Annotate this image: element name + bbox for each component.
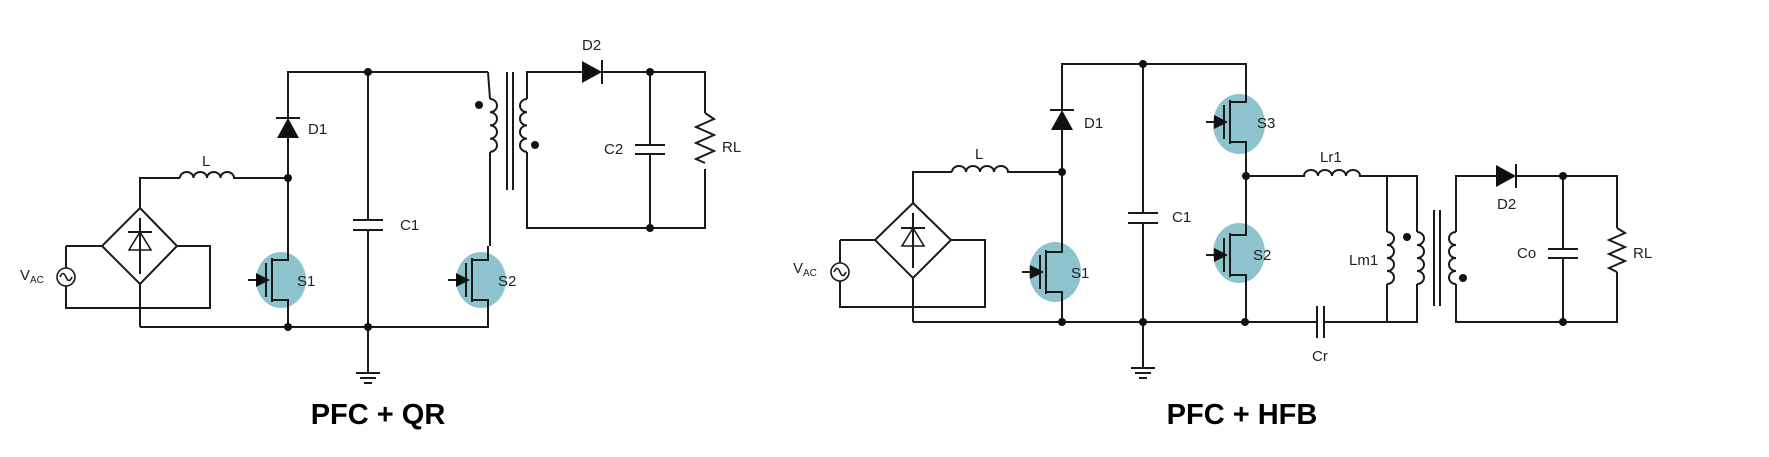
capacitor-c2: C2 xyxy=(604,72,665,228)
cr-label: Cr xyxy=(1312,348,1328,365)
source-label: VAC xyxy=(793,260,817,279)
switch-s1: S1 xyxy=(247,178,315,327)
co-label: Co xyxy=(1517,245,1536,262)
inductor-label: L xyxy=(202,153,210,170)
capacitor-c1: C1 xyxy=(353,72,419,327)
capacitor-c1: C1 xyxy=(1128,64,1191,322)
resistor-rl: RL xyxy=(693,112,741,164)
d1-label: D1 xyxy=(1084,115,1103,132)
inductor-label: L xyxy=(975,146,983,163)
source-label: VAC xyxy=(20,267,44,286)
s1-label: S1 xyxy=(297,273,315,290)
d1-label: D1 xyxy=(308,121,327,138)
resistor-rl: RL xyxy=(1606,227,1652,273)
capacitor-cr: Cr xyxy=(1307,306,1332,365)
diagram-title-pfc-qr: PFC + QR xyxy=(311,399,446,431)
d2-label: D2 xyxy=(582,37,601,54)
rl-label: RL xyxy=(722,139,741,156)
lr1-label: Lr1 xyxy=(1320,149,1342,166)
diode-d1: D1 xyxy=(1049,63,1247,172)
s2-label: S2 xyxy=(1253,247,1271,264)
s1-label: S1 xyxy=(1071,265,1089,282)
ground-icon xyxy=(356,327,380,384)
inductor-lr1: Lr1 xyxy=(1246,149,1418,177)
inductor-l: L xyxy=(179,153,288,179)
c2-label: C2 xyxy=(604,141,623,158)
bridge-rectifier xyxy=(100,177,180,327)
diode-d2: D2 xyxy=(1495,163,1517,213)
switch-s2: S2 xyxy=(447,245,516,315)
junction-dots xyxy=(1058,60,1567,326)
s2-label: S2 xyxy=(498,273,516,290)
diode-d2: D2 xyxy=(581,37,603,85)
rl-label: RL xyxy=(1633,245,1652,262)
flyback-transformer xyxy=(475,71,706,246)
bridge-rectifier xyxy=(873,171,953,322)
ac-source: VAC xyxy=(793,239,986,308)
capacitor-co: Co xyxy=(1517,176,1578,322)
circuit-pfc-hfb: VAC L D1 S1 C1 xyxy=(793,60,1652,431)
ac-source: VAC xyxy=(20,245,211,309)
inductor-lm1: Lm1 xyxy=(1349,176,1395,322)
inductor-l: L xyxy=(951,146,1062,173)
c1-label: C1 xyxy=(1172,209,1191,226)
circuit-pfc-qr: VAC L D1 S1 C1 xyxy=(20,37,741,431)
lm1-label: Lm1 xyxy=(1349,252,1378,269)
d2-label: D2 xyxy=(1497,196,1516,213)
c1-label: C1 xyxy=(400,217,419,234)
junction-dots xyxy=(284,68,654,331)
diagram-title-pfc-hfb: PFC + HFB xyxy=(1167,399,1318,431)
switch-s1: S1 xyxy=(1021,172,1089,322)
ground-rail xyxy=(140,314,489,328)
diode-d1: D1 xyxy=(275,71,488,178)
s3-label: S3 xyxy=(1257,115,1275,132)
half-bridge-transformer xyxy=(1403,175,1618,323)
switch-s2: S2 xyxy=(1205,220,1271,322)
ground-icon xyxy=(1131,322,1155,379)
